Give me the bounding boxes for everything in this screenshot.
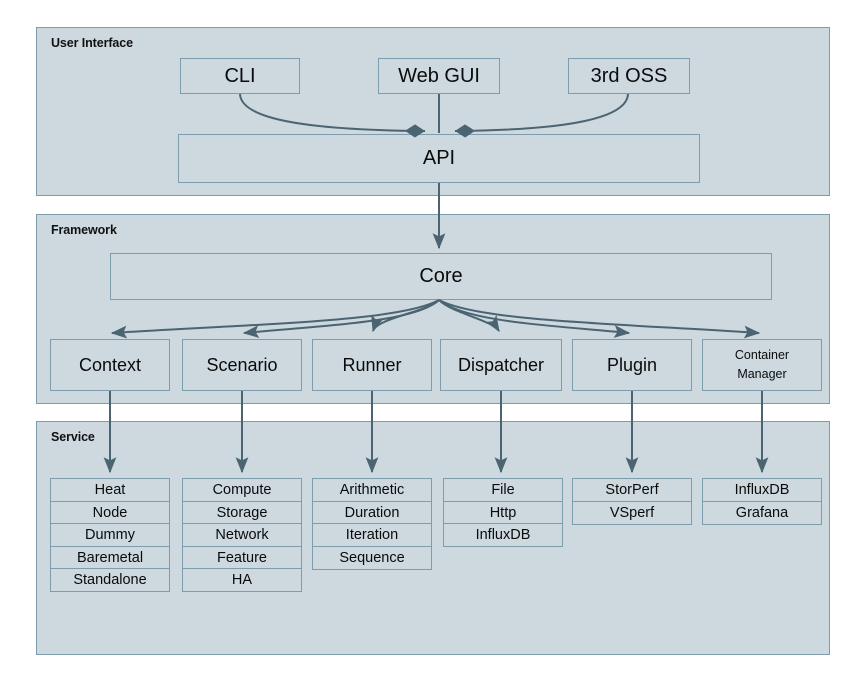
service-item[interactable]: Feature (182, 545, 302, 570)
service-item[interactable]: VSperf (572, 500, 692, 525)
node-cli-label: CLI (224, 64, 256, 87)
node-core[interactable]: Core (110, 253, 772, 300)
service-item[interactable]: Baremetal (50, 545, 170, 570)
node-dispatcher-label: Dispatcher (457, 354, 545, 375)
node-scenario-label: Scenario (206, 354, 278, 375)
node-web-gui-label: Web GUI (398, 64, 480, 87)
node-api-label: API (422, 147, 456, 169)
service-item[interactable]: Grafana (702, 500, 822, 525)
node-plugin-label: Plugin (606, 354, 658, 375)
node-3rd-oss-label: 3rd OSS (590, 64, 668, 87)
panel-title-service: Service (51, 430, 95, 444)
node-core-label: Core (419, 265, 463, 287)
node-api[interactable]: API (178, 134, 700, 183)
node-plugin[interactable]: Plugin (572, 339, 692, 391)
service-item[interactable]: Network (182, 523, 302, 548)
node-3rd-oss[interactable]: 3rd OSS (568, 58, 690, 94)
service-item[interactable]: File (443, 478, 563, 502)
node-context-label: Context (78, 354, 142, 375)
service-item[interactable]: Sequence (312, 545, 432, 570)
service-item[interactable]: Duration (312, 500, 432, 525)
service-item[interactable]: InfluxDB (443, 523, 563, 548)
node-cli[interactable]: CLI (180, 58, 300, 94)
service-item[interactable]: HA (182, 568, 302, 593)
service-stack-plugin: StorPerf VSperf (572, 478, 692, 525)
service-stack-container-manager: InfluxDB Grafana (702, 478, 822, 525)
node-container-manager[interactable]: Container Manager (702, 339, 822, 391)
node-container-manager-label-line2: Manager (737, 367, 787, 381)
node-context[interactable]: Context (50, 339, 170, 391)
service-item[interactable]: Compute (182, 478, 302, 502)
panel-title-framework: Framework (51, 223, 117, 237)
node-dispatcher[interactable]: Dispatcher (440, 339, 562, 391)
service-item[interactable]: Standalone (50, 568, 170, 593)
node-web-gui[interactable]: Web GUI (378, 58, 500, 94)
service-item[interactable]: StorPerf (572, 478, 692, 502)
service-item[interactable]: Heat (50, 478, 170, 502)
service-item[interactable]: Storage (182, 500, 302, 525)
service-item[interactable]: Dummy (50, 523, 170, 548)
service-item[interactable]: Node (50, 500, 170, 525)
node-scenario[interactable]: Scenario (182, 339, 302, 391)
service-stack-dispatcher: File Http InfluxDB (443, 478, 563, 548)
node-runner[interactable]: Runner (312, 339, 432, 391)
service-item[interactable]: Iteration (312, 523, 432, 548)
node-container-manager-label-line1: Container (734, 347, 790, 362)
service-item[interactable]: Http (443, 500, 563, 525)
service-item[interactable]: InfluxDB (702, 478, 822, 502)
panel-title-user-interface: User Interface (51, 36, 133, 50)
service-stack-scenario: Compute Storage Network Feature HA (182, 478, 302, 593)
service-stack-context: Heat Node Dummy Baremetal Standalone (50, 478, 170, 593)
service-stack-runner: Arithmetic Duration Iteration Sequence (312, 478, 432, 570)
node-runner-label: Runner (342, 354, 402, 375)
service-item[interactable]: Arithmetic (312, 478, 432, 502)
